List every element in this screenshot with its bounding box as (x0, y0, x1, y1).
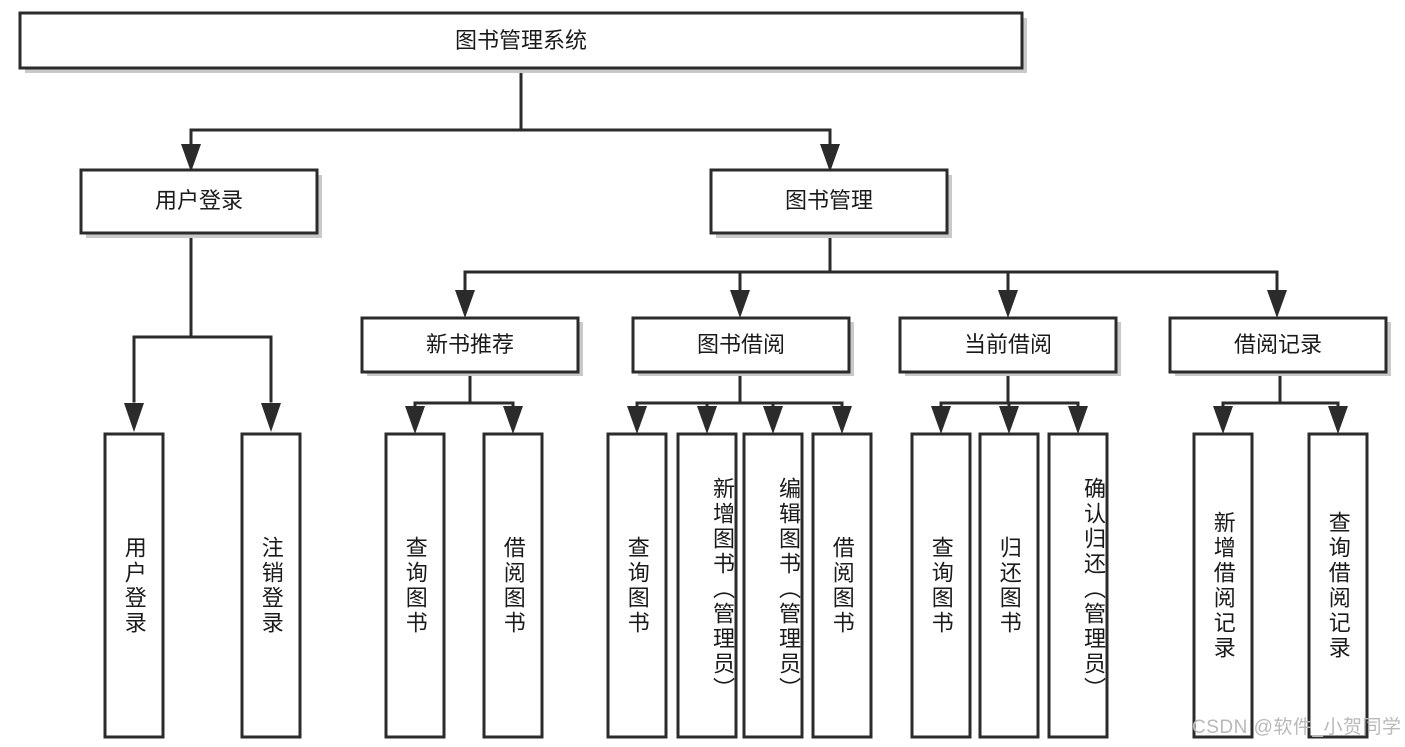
csdn-watermark: CSDN @软件_小贺同学 (1192, 717, 1402, 738)
leaf-box-query-book-a[interactable] (384, 432, 446, 739)
arrow-to-leaf-query-book-c (931, 406, 951, 434)
node-book-borrow[interactable]: 图书借阅 (631, 316, 854, 376)
node-book-management-label: 图书管理 (785, 188, 873, 213)
leaf-box-logout[interactable] (240, 432, 302, 739)
leaf-node-group (103, 432, 1369, 739)
arrow-to-leaf-borrow-book-b (832, 406, 852, 434)
leaf-box-add-record[interactable] (1192, 432, 1254, 739)
arrow-to-leaf-user-login (124, 403, 144, 432)
arrow-to-new-book-rec (455, 290, 475, 318)
arrow-to-leaf-query-book-b (627, 406, 647, 434)
node-user-login-label: 用户登录 (155, 188, 243, 213)
node-new-book-recommend-label: 新书推荐 (426, 332, 514, 357)
node-book-borrow-label: 图书借阅 (697, 332, 785, 357)
arrow-root-to-user-login (181, 144, 201, 172)
leaf-box-confirm-return[interactable] (1047, 432, 1109, 739)
node-root[interactable]: 图书管理系统 (18, 11, 1027, 73)
node-borrow-record-label: 借阅记录 (1234, 332, 1322, 357)
arrow-to-leaf-return-book (999, 406, 1019, 434)
arrow-to-book-borrow (730, 290, 750, 318)
leaf-box-edit-book[interactable] (742, 432, 804, 739)
leaf-box-borrow-book-b[interactable] (811, 432, 873, 739)
arrow-to-borrow-record (1267, 290, 1287, 318)
leaf-box-query-book-c[interactable] (910, 432, 972, 739)
node-current-borrow-box[interactable] (898, 316, 1118, 374)
node-user-login-box[interactable] (79, 168, 319, 235)
connector-group (124, 66, 1348, 434)
node-user-login[interactable]: 用户登录 (79, 168, 322, 238)
leaf-box-borrow-book-a[interactable] (482, 432, 544, 739)
leaf-box-return-book[interactable] (978, 432, 1040, 739)
node-new-book-recommend[interactable]: 新书推荐 (360, 316, 583, 376)
node-root-label: 图书管理系统 (455, 28, 587, 53)
arrow-root-to-book-mgmt (820, 144, 840, 172)
leaf-box-user-login[interactable] (103, 432, 165, 739)
arrow-to-leaf-logout (261, 403, 281, 432)
arrow-to-leaf-add-record (1213, 406, 1233, 434)
node-root-box[interactable] (18, 11, 1024, 70)
arrow-to-leaf-edit-book (763, 406, 783, 434)
node-borrow-record-box[interactable] (1168, 316, 1388, 374)
node-borrow-record[interactable]: 借阅记录 (1168, 316, 1391, 376)
arrow-to-leaf-query-record (1328, 406, 1348, 434)
leaf-box-query-record[interactable] (1307, 432, 1369, 739)
arrow-to-leaf-confirm-return (1068, 406, 1088, 434)
arrow-to-leaf-query-book-a (405, 406, 425, 434)
node-new-book-recommend-box[interactable] (360, 316, 580, 374)
node-book-management[interactable]: 图书管理 (709, 168, 952, 238)
node-book-borrow-box[interactable] (631, 316, 851, 374)
leaf-box-add-book[interactable] (676, 432, 738, 739)
leaf-box-query-book-b[interactable] (606, 432, 668, 739)
node-current-borrow-label: 当前借阅 (964, 332, 1052, 357)
node-current-borrow[interactable]: 当前借阅 (898, 316, 1121, 376)
node-book-management-box[interactable] (709, 168, 949, 235)
arrow-to-leaf-borrow-book-a (503, 406, 523, 434)
arrow-to-leaf-add-book (697, 406, 717, 434)
arrow-to-current-borrow (998, 290, 1018, 318)
